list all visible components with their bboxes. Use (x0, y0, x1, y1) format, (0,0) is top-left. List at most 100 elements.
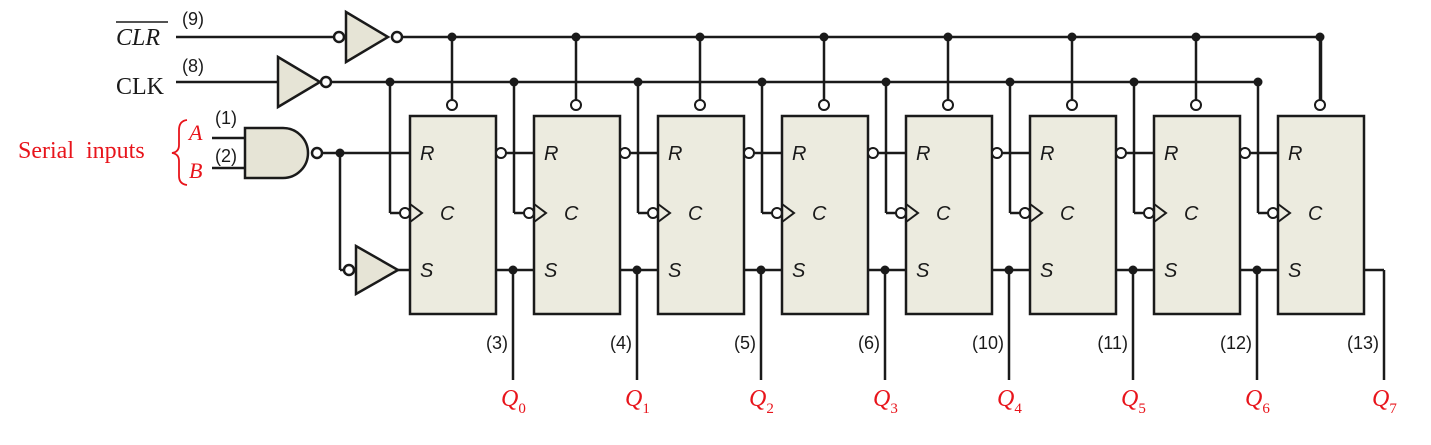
clk-input-bubble (771, 207, 783, 219)
s-input-label: S (916, 260, 930, 282)
q-output-label: Q6 (1245, 386, 1270, 417)
flip-flop-box (904, 114, 994, 316)
q-bar-bubble (867, 147, 879, 159)
clr-pin-label: (9) (182, 9, 204, 29)
clk-inverter-bubble (319, 75, 333, 89)
clk-junction (1129, 77, 1139, 87)
and-gate (243, 126, 310, 180)
clk-input-bubble (1267, 207, 1279, 219)
flip-flop-box (780, 114, 870, 316)
serial-inputs-label: Serial inputs (18, 138, 145, 164)
clr-junction (695, 32, 705, 42)
clock-edge-symbol (533, 203, 548, 223)
clock-edge-symbol (781, 203, 796, 223)
clk-input-bubble (399, 207, 411, 219)
serial-inputs-brace (171, 119, 188, 186)
clk-junction (881, 77, 891, 87)
input-a-label: A (187, 120, 203, 145)
stage-pin-label: (10) (972, 333, 1004, 353)
q-output-label: Q4 (997, 386, 1022, 417)
clock-edge-symbol (1277, 203, 1292, 223)
q-output-label: Q1 (625, 386, 650, 417)
c-input-label: C (564, 203, 579, 225)
q-output-subscript: 6 (1262, 401, 1270, 417)
r-input-label: R (544, 143, 558, 165)
input-b-pin-label: (2) (215, 146, 237, 166)
clk-label: CLK (116, 74, 165, 100)
clr-junction (571, 32, 581, 42)
clr-input-bubble (818, 99, 830, 111)
clk-junction (1005, 77, 1015, 87)
c-input-label: C (688, 203, 703, 225)
c-input-label: C (936, 203, 951, 225)
q-output-subscript: 5 (1138, 401, 1146, 417)
c-input-label: C (1060, 203, 1075, 225)
r-input-label: R (1040, 143, 1054, 165)
and-gate-bubble (310, 146, 324, 160)
clock-edge-symbol (1029, 203, 1044, 223)
clr-input-bubble (570, 99, 582, 111)
s-input-label: S (668, 260, 682, 282)
c-input-label: C (1184, 203, 1199, 225)
clk-junction (509, 77, 519, 87)
clk-inverter (276, 54, 323, 110)
clr-input-bubble (942, 99, 954, 111)
c-input-label: C (440, 203, 455, 225)
stage-pin-label: (6) (858, 333, 880, 353)
q-bar-bubble (1239, 147, 1251, 159)
s-input-label: S (1164, 260, 1178, 282)
s-input-label: S (420, 260, 434, 282)
input-b-label: B (189, 158, 202, 183)
input-labels: CLR (9) CLK (8) Serial inputs A (1) B (2… (18, 9, 237, 186)
q-bar-bubble (1115, 147, 1127, 159)
q-output-subscript: 2 (766, 401, 774, 417)
s-inverter (354, 243, 401, 297)
flip-flop-box (532, 114, 622, 316)
clk-input-bubble (523, 207, 535, 219)
q-output-label: Q2 (749, 386, 774, 417)
clr-junction (1067, 32, 1077, 42)
r-input-label: R (420, 143, 434, 165)
stage-pin-label: (13) (1347, 333, 1379, 353)
r-input-label: R (668, 143, 682, 165)
clr-inverter (344, 9, 391, 65)
clr-input-bubble (1314, 99, 1326, 111)
clock-edge-symbol (409, 203, 424, 223)
r-input-label: R (1288, 143, 1302, 165)
clr-junction (447, 32, 457, 42)
clk-junction (633, 77, 643, 87)
flip-flop-box (656, 114, 746, 316)
c-input-label: C (1308, 203, 1323, 225)
r-input-label: R (1164, 143, 1178, 165)
clr-input-bubble (1190, 99, 1202, 111)
clr-junction (943, 32, 953, 42)
stage-pin-label: (12) (1220, 333, 1252, 353)
clk-input-bubble (895, 207, 907, 219)
clr-junction (1191, 32, 1201, 42)
clock-edge-symbol (1153, 203, 1168, 223)
c-input-label: C (812, 203, 827, 225)
stage-pin-label: (4) (610, 333, 632, 353)
s-input-label: S (1288, 260, 1302, 282)
clk-input-bubble (647, 207, 659, 219)
q-output-label: Q7 (1372, 386, 1397, 417)
s-input-label: S (792, 260, 806, 282)
flip-flop-box (1152, 114, 1242, 316)
clr-input-bubble (1066, 99, 1078, 111)
flip-flop-stages: RCS(3)Q0RCS(4)Q1RCS(5)Q2RCS(6)Q3RCS(10)Q… (385, 32, 1397, 417)
clr-input-bubble (694, 99, 706, 111)
clk-input-bubble (1143, 207, 1155, 219)
q-bar-bubble (743, 147, 755, 159)
s-inverter-bubble (342, 263, 356, 277)
r-input-label: R (916, 143, 930, 165)
clk-input-bubble (1019, 207, 1031, 219)
flip-flop-box (408, 114, 498, 316)
q-output-label: Q0 (501, 386, 526, 417)
q-output-label: Q5 (1121, 386, 1146, 417)
q-output-subscript: 0 (518, 401, 526, 417)
q-output-subscript: 1 (642, 401, 650, 417)
clock-edge-symbol (905, 203, 920, 223)
flip-flop-box (1276, 114, 1366, 316)
s-input-label: S (544, 260, 558, 282)
